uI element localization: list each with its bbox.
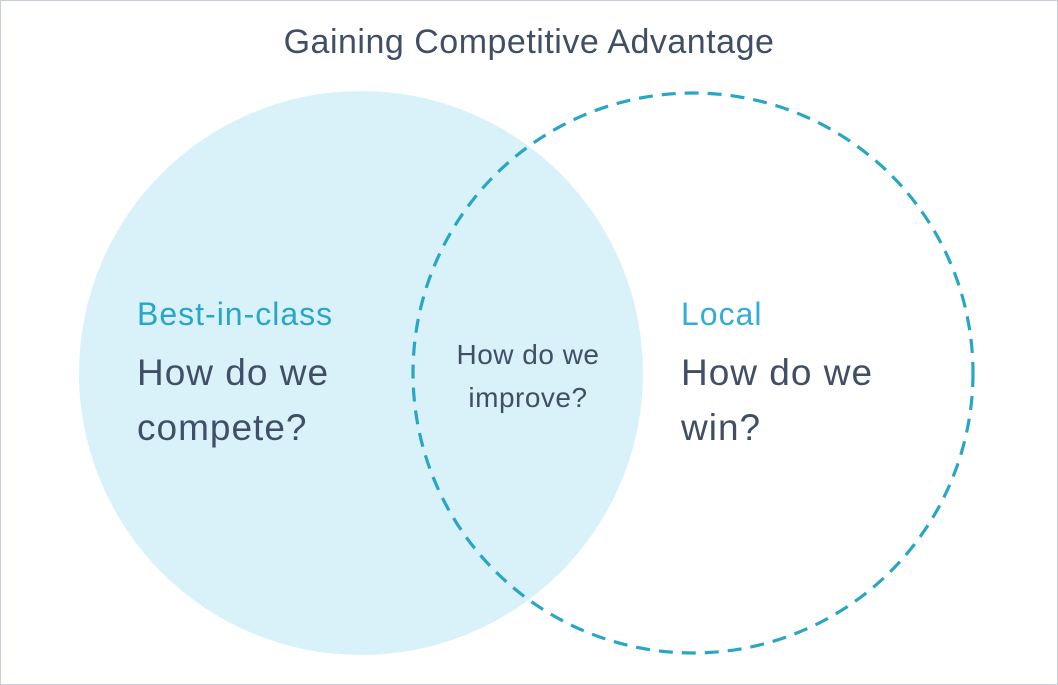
left-circle-question: How do we compete? (137, 352, 330, 448)
left-circle-text-block: Best-in-class How do we compete? (137, 293, 387, 455)
right-circle-question: How do we win? (681, 352, 874, 448)
right-circle-dashed (411, 91, 975, 655)
left-circle (79, 91, 643, 655)
right-circle-text-block: Local How do we win? (681, 293, 931, 455)
intersection-question: How do we improve? (456, 339, 600, 413)
page-title: Gaining Competitive Advantage (283, 23, 775, 61)
left-circle-label: Best-in-class (137, 296, 334, 332)
right-circle-label: Local (681, 296, 763, 332)
